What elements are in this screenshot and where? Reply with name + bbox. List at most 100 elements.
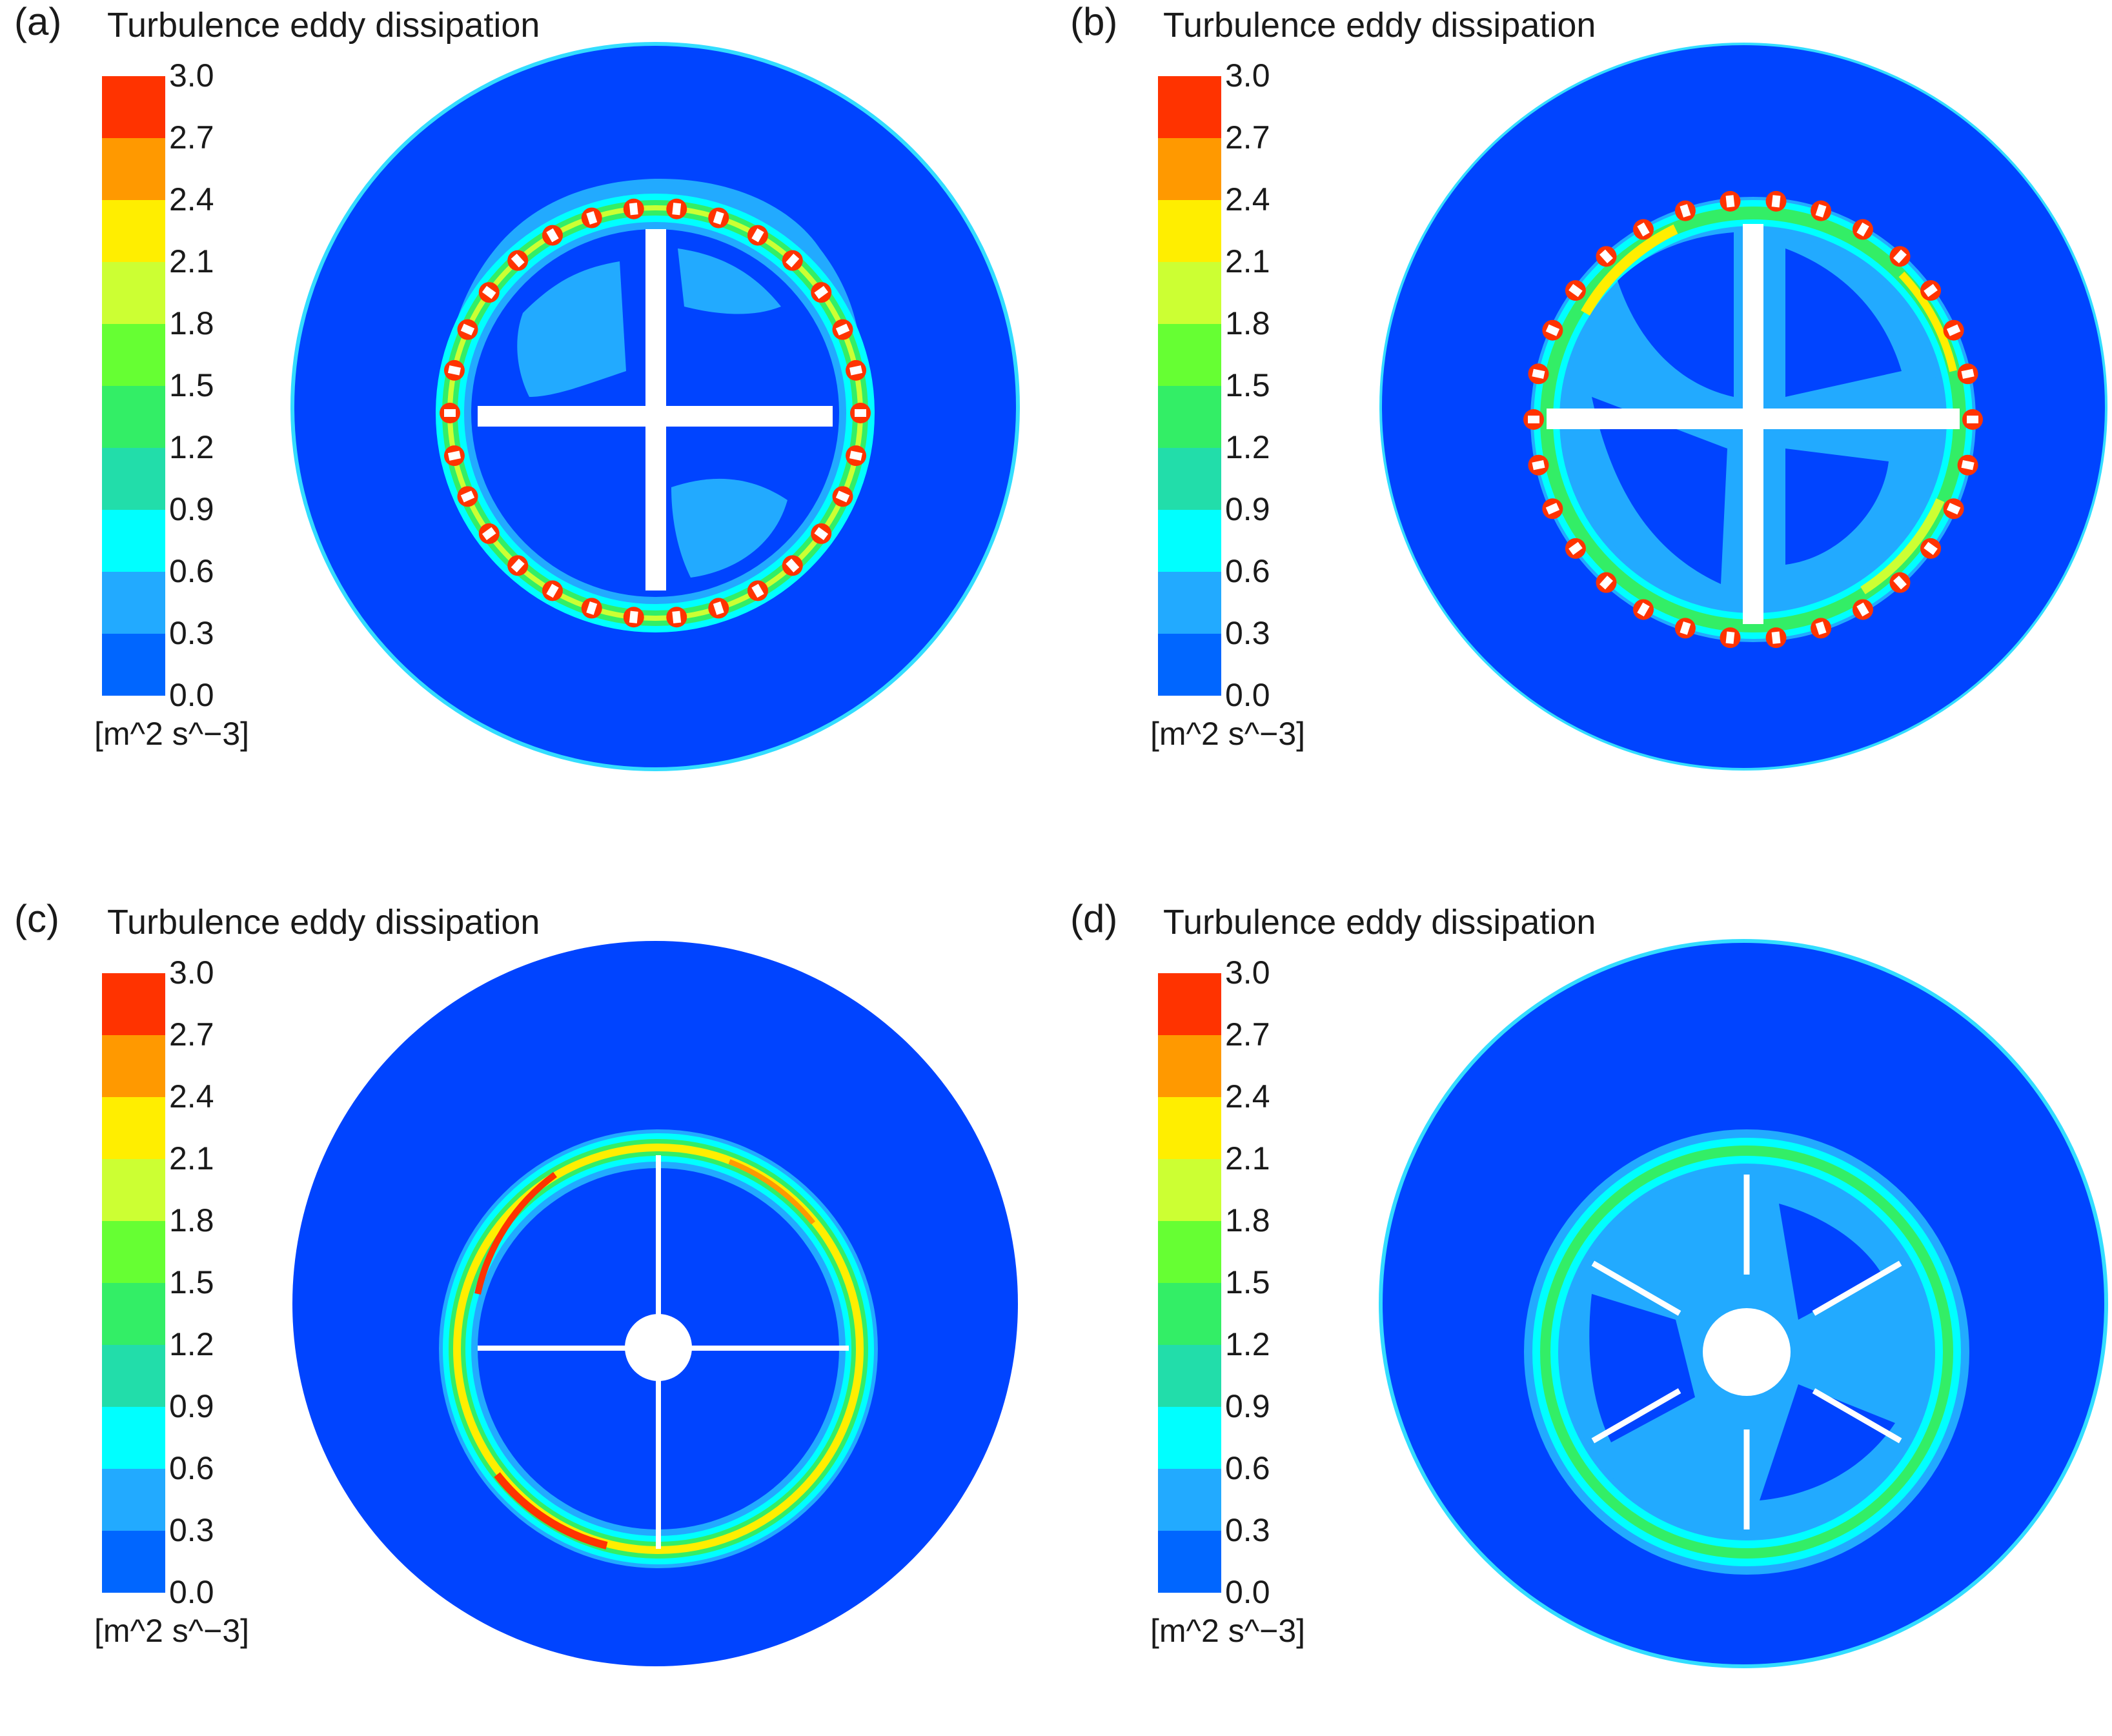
colorbar-segment <box>1158 200 1221 262</box>
colorbar-tick-label: 1.5 <box>169 1264 214 1300</box>
baffle <box>1924 284 1938 298</box>
colorbar-segment <box>1158 76 1221 138</box>
baffle <box>1961 368 1975 379</box>
baffle <box>672 203 682 216</box>
baffles <box>1523 190 1983 649</box>
colorbar-tick-label: 2.4 <box>1225 181 1270 217</box>
panel-label: (d) <box>1070 897 1118 940</box>
baffle <box>672 611 682 623</box>
colorbar-tick-label: 2.1 <box>1225 243 1270 279</box>
colorbar-tick-label: 0.9 <box>1225 1388 1270 1424</box>
colorbar-tick-label: 2.1 <box>169 243 214 279</box>
colorbar <box>102 76 165 696</box>
colorbar-tick-label: 2.7 <box>1225 1016 1270 1053</box>
colorbar-segment <box>102 572 165 634</box>
panel-label: (a) <box>14 0 62 43</box>
colorbar-segment <box>1158 572 1221 634</box>
colorbar-segment <box>102 200 165 262</box>
colorbar-tick-label: 0.6 <box>1225 1450 1270 1486</box>
colorbar-tick-label: 2.1 <box>1225 1140 1270 1176</box>
light-patch <box>671 478 787 578</box>
baffle <box>713 211 724 225</box>
colorbar-segment <box>1158 1469 1221 1531</box>
colorbar-segment <box>102 634 165 696</box>
baffle <box>1893 249 1907 264</box>
dark-patch <box>1785 449 1889 565</box>
colorbar-segment <box>1158 1531 1221 1593</box>
light-patch <box>678 248 781 314</box>
legend-title: Turbulence eddy dissipation <box>107 6 540 45</box>
baffle <box>586 211 598 225</box>
colorbar-segment <box>102 386 165 448</box>
colorbar-segment <box>102 1345 165 1407</box>
impeller-blade <box>1812 1388 1902 1444</box>
impeller-arm-vertical <box>645 229 666 590</box>
hot-arc <box>1581 224 1678 316</box>
colorbar-segment <box>1158 1097 1221 1159</box>
colorbar-segment <box>102 1283 165 1345</box>
colorbar-segment <box>102 1159 165 1221</box>
colorbar-segment <box>1158 448 1221 510</box>
baffle <box>855 409 866 417</box>
colorbar-segment <box>1158 1221 1221 1283</box>
colorbar-tick-label: 2.4 <box>1225 1078 1270 1115</box>
baffle <box>1856 222 1869 237</box>
baffle <box>444 409 456 417</box>
baffle <box>713 601 724 615</box>
colorbar-segment <box>1158 1035 1221 1097</box>
impeller-blade <box>1812 1260 1902 1316</box>
legend-title: Turbulence eddy dissipation <box>1163 6 1596 45</box>
colorbar-tick-label: 1.2 <box>1225 1326 1270 1362</box>
colorbar-segment <box>102 1097 165 1159</box>
baffle <box>1528 416 1539 423</box>
colorbar-segment <box>102 138 165 200</box>
impeller-hub <box>625 1314 692 1381</box>
colorbar-segment <box>102 1035 165 1097</box>
colorbar-tick-label: 0.3 <box>1225 615 1270 651</box>
baffle <box>511 253 525 268</box>
colorbar-tick-label: 0.9 <box>169 491 214 527</box>
colorbar-tick-label: 0.3 <box>169 1512 214 1548</box>
colorbar-segment <box>102 76 165 138</box>
colorbar-segment <box>1158 1283 1221 1345</box>
colorbar-tick-label: 0.9 <box>169 1388 214 1424</box>
colorbar-tick-label: 0.0 <box>169 1574 214 1610</box>
colorbar-tick-label: 1.8 <box>1225 305 1270 341</box>
baffle <box>1815 204 1827 218</box>
baffle <box>849 365 863 376</box>
baffle <box>447 365 461 376</box>
baffle <box>1569 284 1583 298</box>
hot-arc <box>494 1472 608 1549</box>
baffle <box>511 558 525 573</box>
colorbar-segment <box>102 973 165 1035</box>
baffle <box>629 203 638 216</box>
colorbar-tick-label: 0.0 <box>1225 677 1270 713</box>
dark-patch <box>1589 1294 1695 1442</box>
panel-label: (b) <box>1070 0 1118 43</box>
colorbar-unit: [m^2 s^−3] <box>94 716 250 752</box>
colorbar-tick-label: 1.8 <box>169 305 214 341</box>
colorbar-segment <box>1158 973 1221 1035</box>
impeller-hub <box>1703 1308 1791 1396</box>
colorbar-segment <box>1158 1345 1221 1407</box>
panel-label: (c) <box>14 897 59 940</box>
colorbar-unit: [m^2 s^−3] <box>1150 1613 1306 1649</box>
baffles <box>440 198 871 628</box>
baffle <box>460 490 475 503</box>
colorbar-segment <box>102 262 165 324</box>
colorbar-segment <box>1158 634 1221 696</box>
baffle <box>1946 324 1961 336</box>
colorbar-segment <box>102 1469 165 1531</box>
colorbar <box>102 973 165 1593</box>
contour-plot-d <box>1379 939 2108 1668</box>
baffle <box>1893 575 1907 590</box>
colorbar-segment <box>102 1531 165 1593</box>
legend-title: Turbulence eddy dissipation <box>107 903 540 942</box>
light-patch <box>517 261 626 397</box>
baffle <box>814 527 829 541</box>
baffle <box>447 450 461 461</box>
baffle <box>786 253 800 268</box>
baffle <box>482 527 496 541</box>
